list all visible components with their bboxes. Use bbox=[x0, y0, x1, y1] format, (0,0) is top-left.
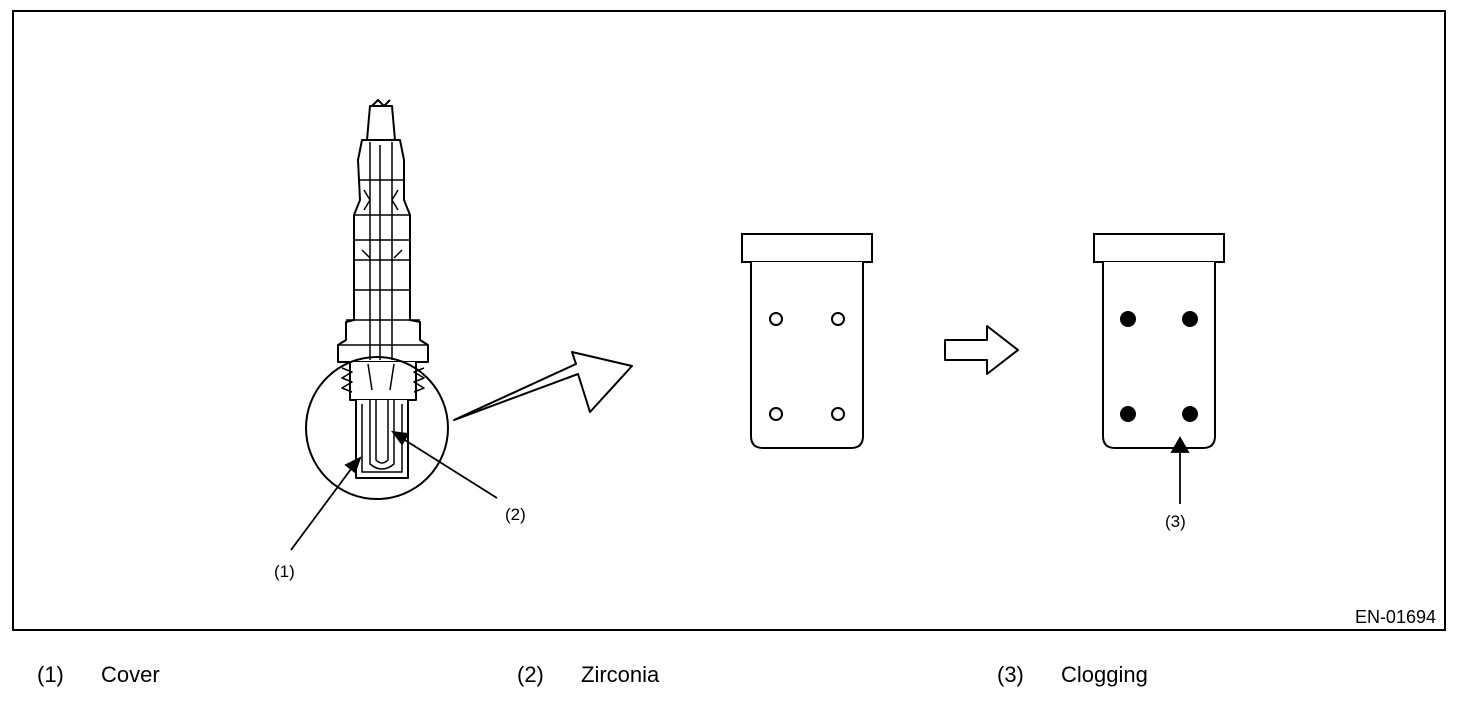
clogged-element-drawing bbox=[1093, 233, 1225, 449]
legend-number: (2) bbox=[517, 662, 544, 687]
figure-frame bbox=[12, 10, 1446, 631]
callout-1: (1) bbox=[274, 562, 295, 581]
legend-number: (3) bbox=[997, 662, 1024, 687]
leader-lines bbox=[290, 430, 498, 551]
legend-item-clogging: (3) Clogging bbox=[997, 662, 1148, 688]
legend-label: Clogging bbox=[1061, 662, 1148, 687]
clean-element-drawing bbox=[741, 233, 873, 449]
legend-item-zirconia: (2) Zirconia bbox=[517, 662, 659, 688]
oxygen-sensor-drawing bbox=[305, 99, 449, 500]
transition-arrow bbox=[944, 325, 1019, 375]
magnify-arrow bbox=[453, 351, 633, 421]
legend-label: Cover bbox=[101, 662, 160, 687]
legend-number: (1) bbox=[37, 662, 64, 687]
legend-item-cover: (1) Cover bbox=[37, 662, 160, 688]
figure-code: EN-01694 bbox=[1354, 607, 1436, 627]
callout-3: (3) bbox=[1165, 512, 1186, 531]
legend-label: Zirconia bbox=[581, 662, 660, 687]
callout-2: (2) bbox=[505, 505, 526, 524]
leader-line-3 bbox=[1170, 436, 1190, 504]
